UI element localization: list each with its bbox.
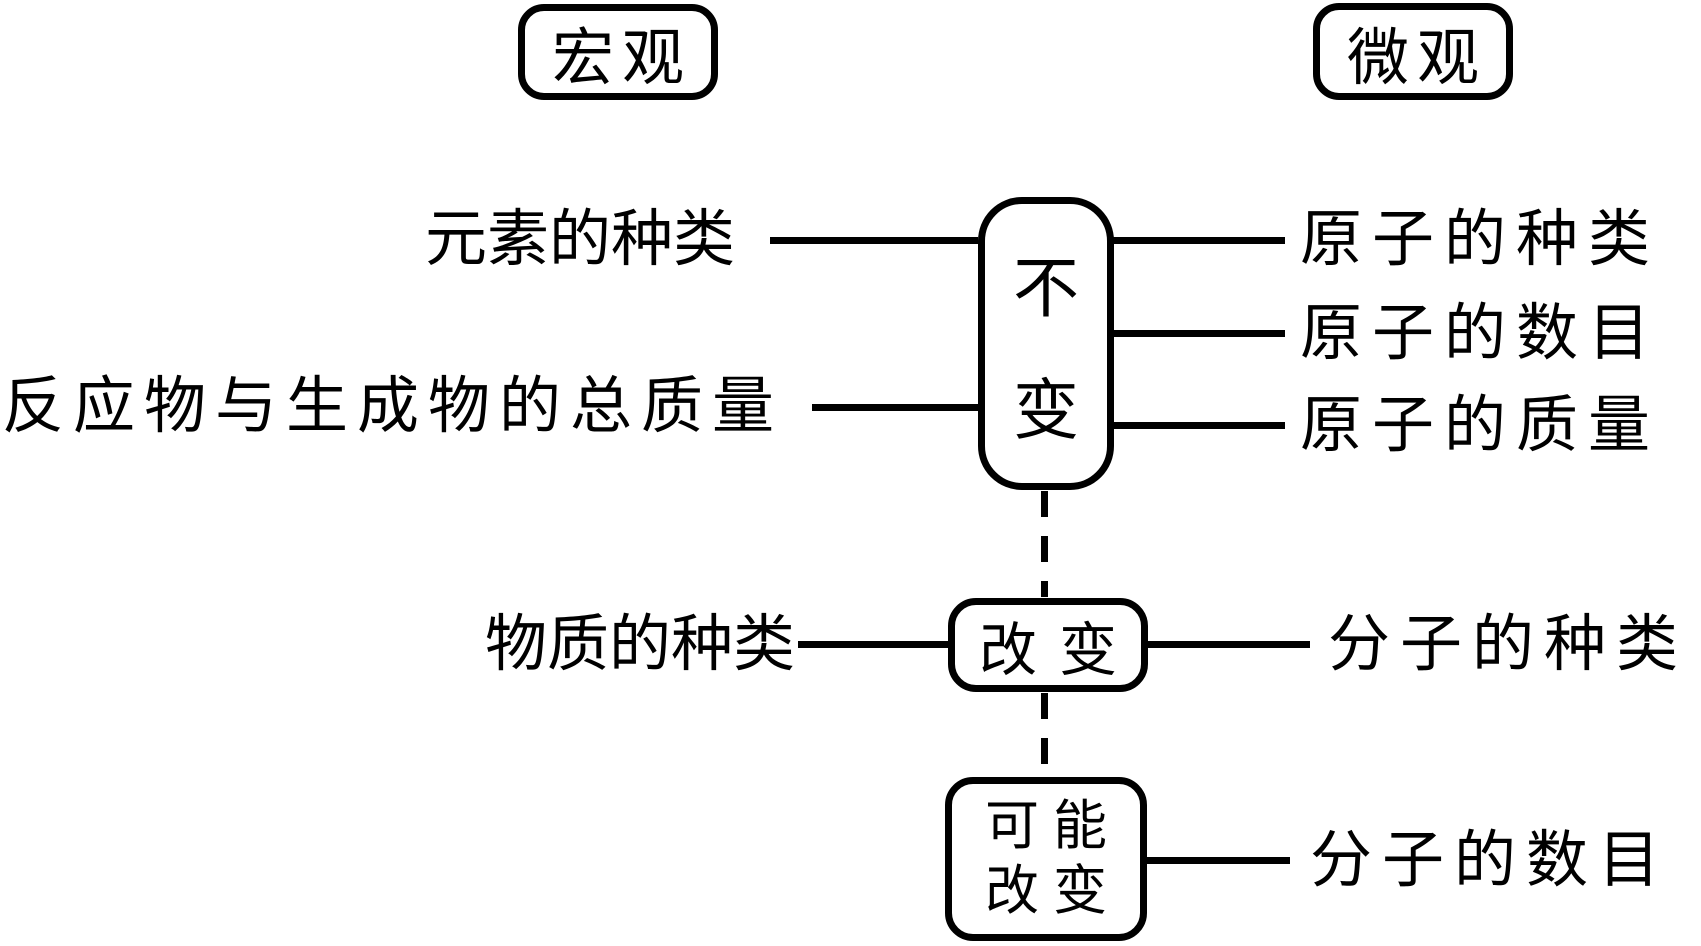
unchanged-node-char-2: 变 — [1013, 374, 1079, 448]
changed-node-box: 改变 — [948, 598, 1148, 692]
label-atom-mass: 原子的质量 — [1300, 392, 1661, 460]
connector-unchanged-to-atom-number — [1113, 330, 1285, 337]
label-molecule-number: 分子的数目 — [1310, 827, 1671, 895]
may-change-node-line-1: 可能 — [985, 796, 1121, 857]
label-total-mass: 反应物与生成物的总质量 — [2, 373, 784, 441]
label-substance-kinds: 物质的种类 — [484, 611, 795, 679]
label-element-kinds: 元素的种类 — [424, 206, 735, 274]
macro-header-label: 宏观 — [551, 25, 692, 93]
dashed-connector-unchanged-to-changed — [1041, 491, 1048, 597]
macro-header-box: 宏观 — [518, 4, 718, 100]
connector-mass-to-unchanged — [812, 404, 978, 411]
label-molecule-kinds: 分子的种类 — [1328, 611, 1689, 679]
connector-changed-to-molecule-kinds — [1148, 641, 1310, 648]
connector-substance-to-changed — [798, 641, 948, 648]
unchanged-node-char-1: 不 — [1013, 252, 1079, 326]
may-change-node-line-2: 改变 — [985, 861, 1121, 921]
changed-node-label: 改变 — [978, 618, 1139, 683]
dashed-connector-changed-to-may-change — [1041, 693, 1048, 777]
label-atom-kinds: 原子的种类 — [1300, 206, 1661, 274]
label-atom-number: 原子的数目 — [1300, 300, 1661, 368]
unchanged-node-box: 不 变 — [978, 197, 1114, 490]
may-change-node-box: 可能 改变 — [945, 777, 1147, 941]
connector-unchanged-to-atom-kinds — [1113, 237, 1285, 244]
micro-header-label: 微观 — [1346, 24, 1487, 93]
connector-unchanged-to-atom-mass — [1113, 422, 1285, 429]
connector-may-change-to-molecule-number — [1147, 857, 1290, 864]
connector-element-to-unchanged — [770, 237, 978, 244]
micro-header-box: 微观 — [1313, 3, 1513, 100]
